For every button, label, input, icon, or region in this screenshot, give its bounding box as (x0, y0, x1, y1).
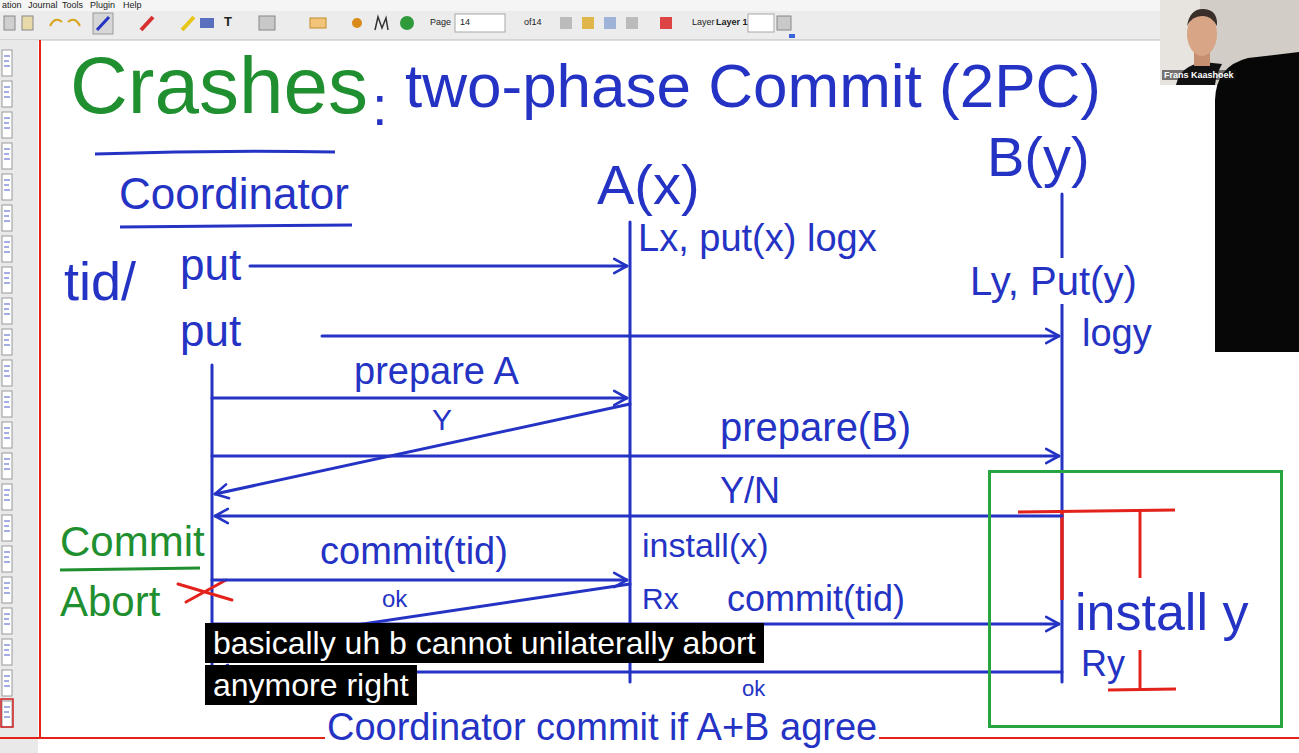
toolbar-icon (660, 17, 672, 29)
toolbar-icon (259, 16, 275, 30)
decision-word: Abort (58, 578, 162, 626)
toolbar-icon (604, 17, 616, 29)
shape-icon (310, 18, 326, 28)
scroll-handle (789, 34, 795, 38)
participant-heading: A(x) (596, 152, 701, 218)
menu-item: Tools (62, 0, 83, 10)
red-bracket (1139, 511, 1142, 578)
toolbar-icon (560, 17, 572, 29)
toolbar (0, 0, 1299, 40)
message-label: Y (430, 403, 454, 438)
toolbar-icon (352, 18, 362, 28)
message-arrow (215, 404, 630, 494)
toolbar-icon-letter: T (224, 15, 232, 30)
message-label: prepare A (352, 350, 521, 394)
participant-heading: B(y) (986, 124, 1091, 190)
message-arrow (212, 579, 627, 582)
handwritten-note: install(x) (640, 526, 771, 565)
heading-colon: : (372, 74, 388, 138)
speaker-torso (1215, 52, 1299, 352)
message-label: commit(tid) (318, 530, 510, 574)
handwritten-note: Rx (640, 582, 681, 617)
message-label: put (178, 306, 243, 357)
page-border (39, 40, 41, 738)
step-note: install y (1075, 583, 1248, 643)
toolbar-icon (200, 18, 214, 28)
step-note: Ry (1081, 643, 1125, 684)
message-label: Y/N (718, 470, 782, 511)
subtitle-box: basically uh b cannot unilaterally abort… (205, 622, 805, 706)
underline (120, 225, 352, 227)
message-arrow (212, 455, 1059, 458)
decision-word: Commit (58, 518, 207, 566)
message-label: commit(tid) (725, 578, 907, 619)
underline (95, 151, 335, 154)
subtitle: basically uh b cannot unilaterally abort… (205, 623, 764, 705)
heading-word: Crashes (70, 40, 368, 132)
message-label: ok (740, 676, 767, 701)
current-thumbnail (1, 699, 13, 727)
thumbnail-strip (0, 48, 38, 728)
participant-name: A(x) (597, 153, 700, 217)
page-count: of14 (524, 17, 542, 27)
message-arrow (212, 397, 627, 400)
eraser-icon (141, 17, 153, 30)
message-label: put (178, 240, 243, 291)
red-bracket (1139, 650, 1142, 690)
red-highlight (1060, 512, 1064, 600)
participant-heading: Coordinator (118, 168, 350, 221)
speaker-name: Frans Kaashoek (1162, 70, 1236, 80)
undo-icon (50, 20, 62, 26)
red-bracket (1108, 689, 1176, 690)
refresh-icon (400, 16, 414, 30)
participant-name: Coordinator (119, 169, 349, 220)
active-tool (93, 13, 113, 34)
participant-lifeline (629, 222, 632, 682)
toolbar-label: Page (430, 17, 451, 27)
toolbar-icon (4, 16, 15, 30)
pen-icon (97, 17, 109, 30)
underline (60, 568, 200, 570)
handwritten-note: logy (1080, 312, 1154, 356)
page-number: 14 (460, 17, 470, 27)
abort-cross (178, 580, 232, 602)
toolbar-icon (777, 16, 791, 30)
handwritten-note: tid/ (62, 250, 138, 312)
slide-title: two-phase Commit (2PC) (405, 50, 1101, 121)
toolbar-icon (22, 16, 33, 30)
highlight-box: install yRy (988, 470, 1283, 728)
redo-icon (68, 20, 80, 26)
hand-icon (375, 17, 388, 30)
highlighter-icon (182, 17, 194, 30)
toolbar-label: Layer (692, 17, 715, 27)
handwritten-note: Coordinator commit if A+B agree (325, 706, 879, 750)
participant-name: B(y) (987, 125, 1090, 189)
handwritten-note: Ly, Put(y) (968, 258, 1139, 304)
toolbar-icon (582, 17, 594, 29)
message-label: prepare(B) (718, 404, 913, 450)
red-bracket (1018, 510, 1175, 512)
layer-name: Layer 1 (716, 17, 748, 27)
message-label: ok (380, 585, 409, 613)
toolbar-edge (0, 40, 1299, 41)
toolbar-icon (626, 17, 638, 29)
message-arrow (250, 265, 627, 268)
menu-item: Plugin (90, 0, 115, 10)
speaker-hair (1187, 9, 1217, 26)
menu-item: ation (2, 0, 22, 10)
thumbnail-sidebar (0, 40, 38, 753)
handwritten-note: Lx, put(x) logx (636, 217, 879, 261)
message-arrow (322, 335, 1059, 338)
menu-item: Help (123, 0, 142, 10)
menu-bar (0, 0, 1160, 11)
layer-dropdown (748, 14, 774, 32)
message-arrow (215, 515, 1062, 518)
page-input (455, 14, 505, 32)
menu-item: Journal (28, 0, 58, 10)
